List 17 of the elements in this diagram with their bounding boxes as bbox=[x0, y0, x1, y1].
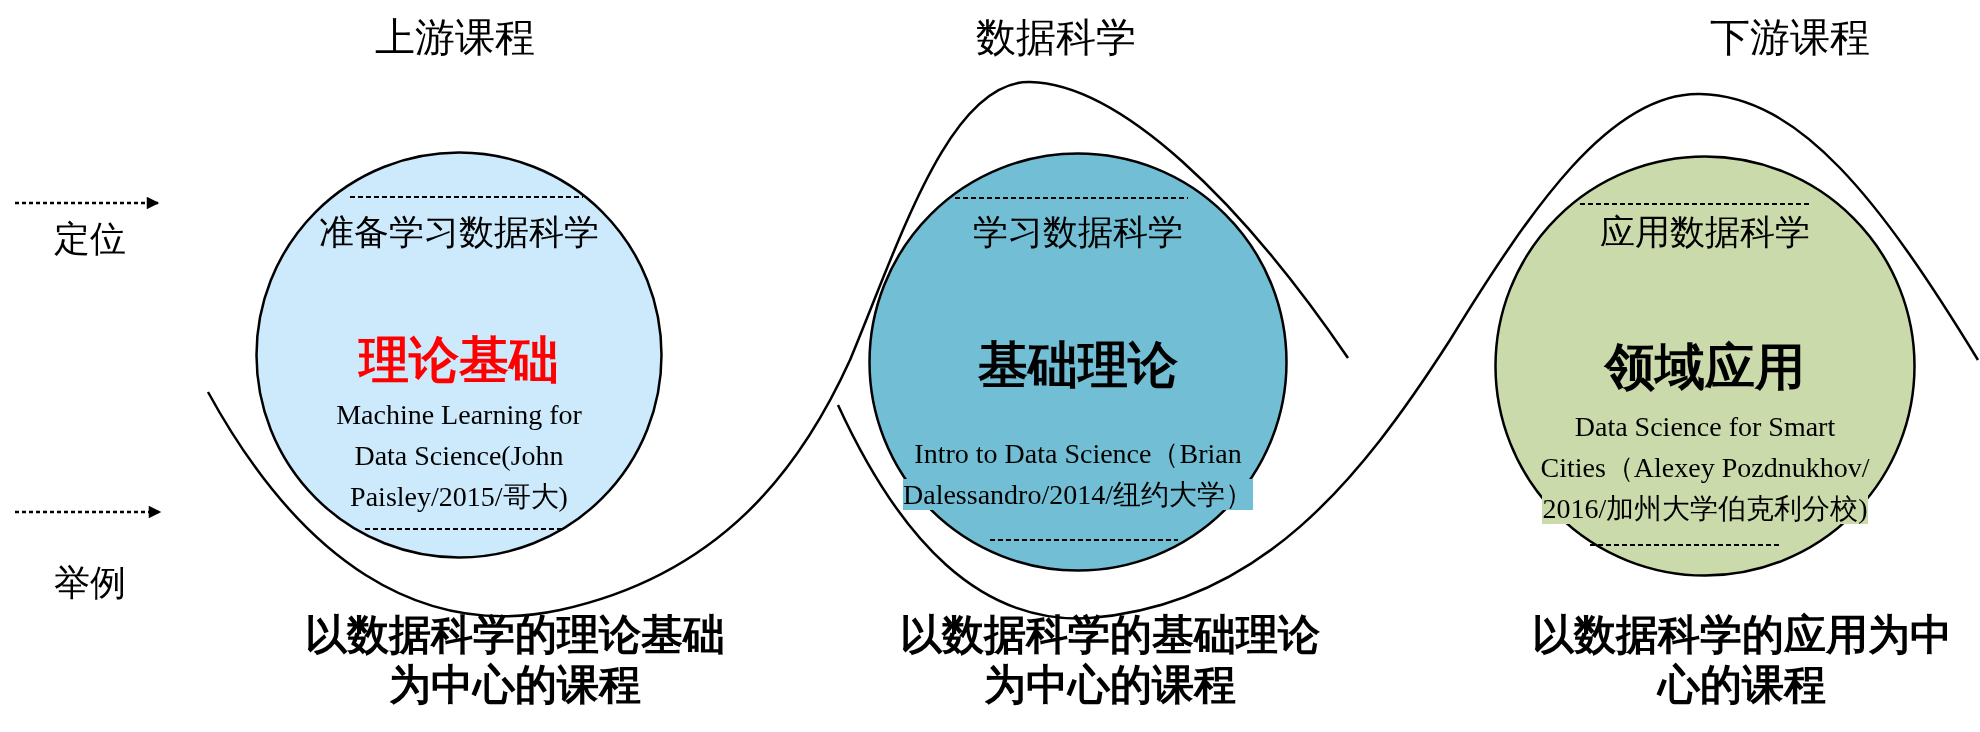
node-subtitle: 准备学习数据科学 bbox=[319, 212, 599, 254]
course-circle bbox=[868, 152, 1288, 572]
node-title: 领域应用 bbox=[1605, 337, 1805, 398]
node-title: 基础理论 bbox=[978, 335, 1178, 396]
column-heading: 下游课程 bbox=[1709, 14, 1871, 62]
course-circle bbox=[1494, 155, 1916, 577]
column-heading: 上游课程 bbox=[374, 14, 536, 62]
row-label: 举例 bbox=[53, 562, 127, 605]
node-title: 理论基础 bbox=[359, 330, 559, 391]
node-subtitle: 学习数据科学 bbox=[973, 212, 1183, 254]
column-caption: 以数据科学的基础理论为中心的课程 bbox=[899, 611, 1321, 711]
course-circle bbox=[255, 151, 663, 559]
column-heading: 数据科学 bbox=[975, 14, 1137, 62]
row-label: 定位 bbox=[53, 218, 127, 261]
column-caption: 以数据科学的理论基础为中心的课程 bbox=[304, 611, 726, 711]
column-caption: 以数据科学的应用为中心的课程 bbox=[1531, 611, 1953, 711]
node-subtitle: 应用数据科学 bbox=[1600, 212, 1810, 254]
